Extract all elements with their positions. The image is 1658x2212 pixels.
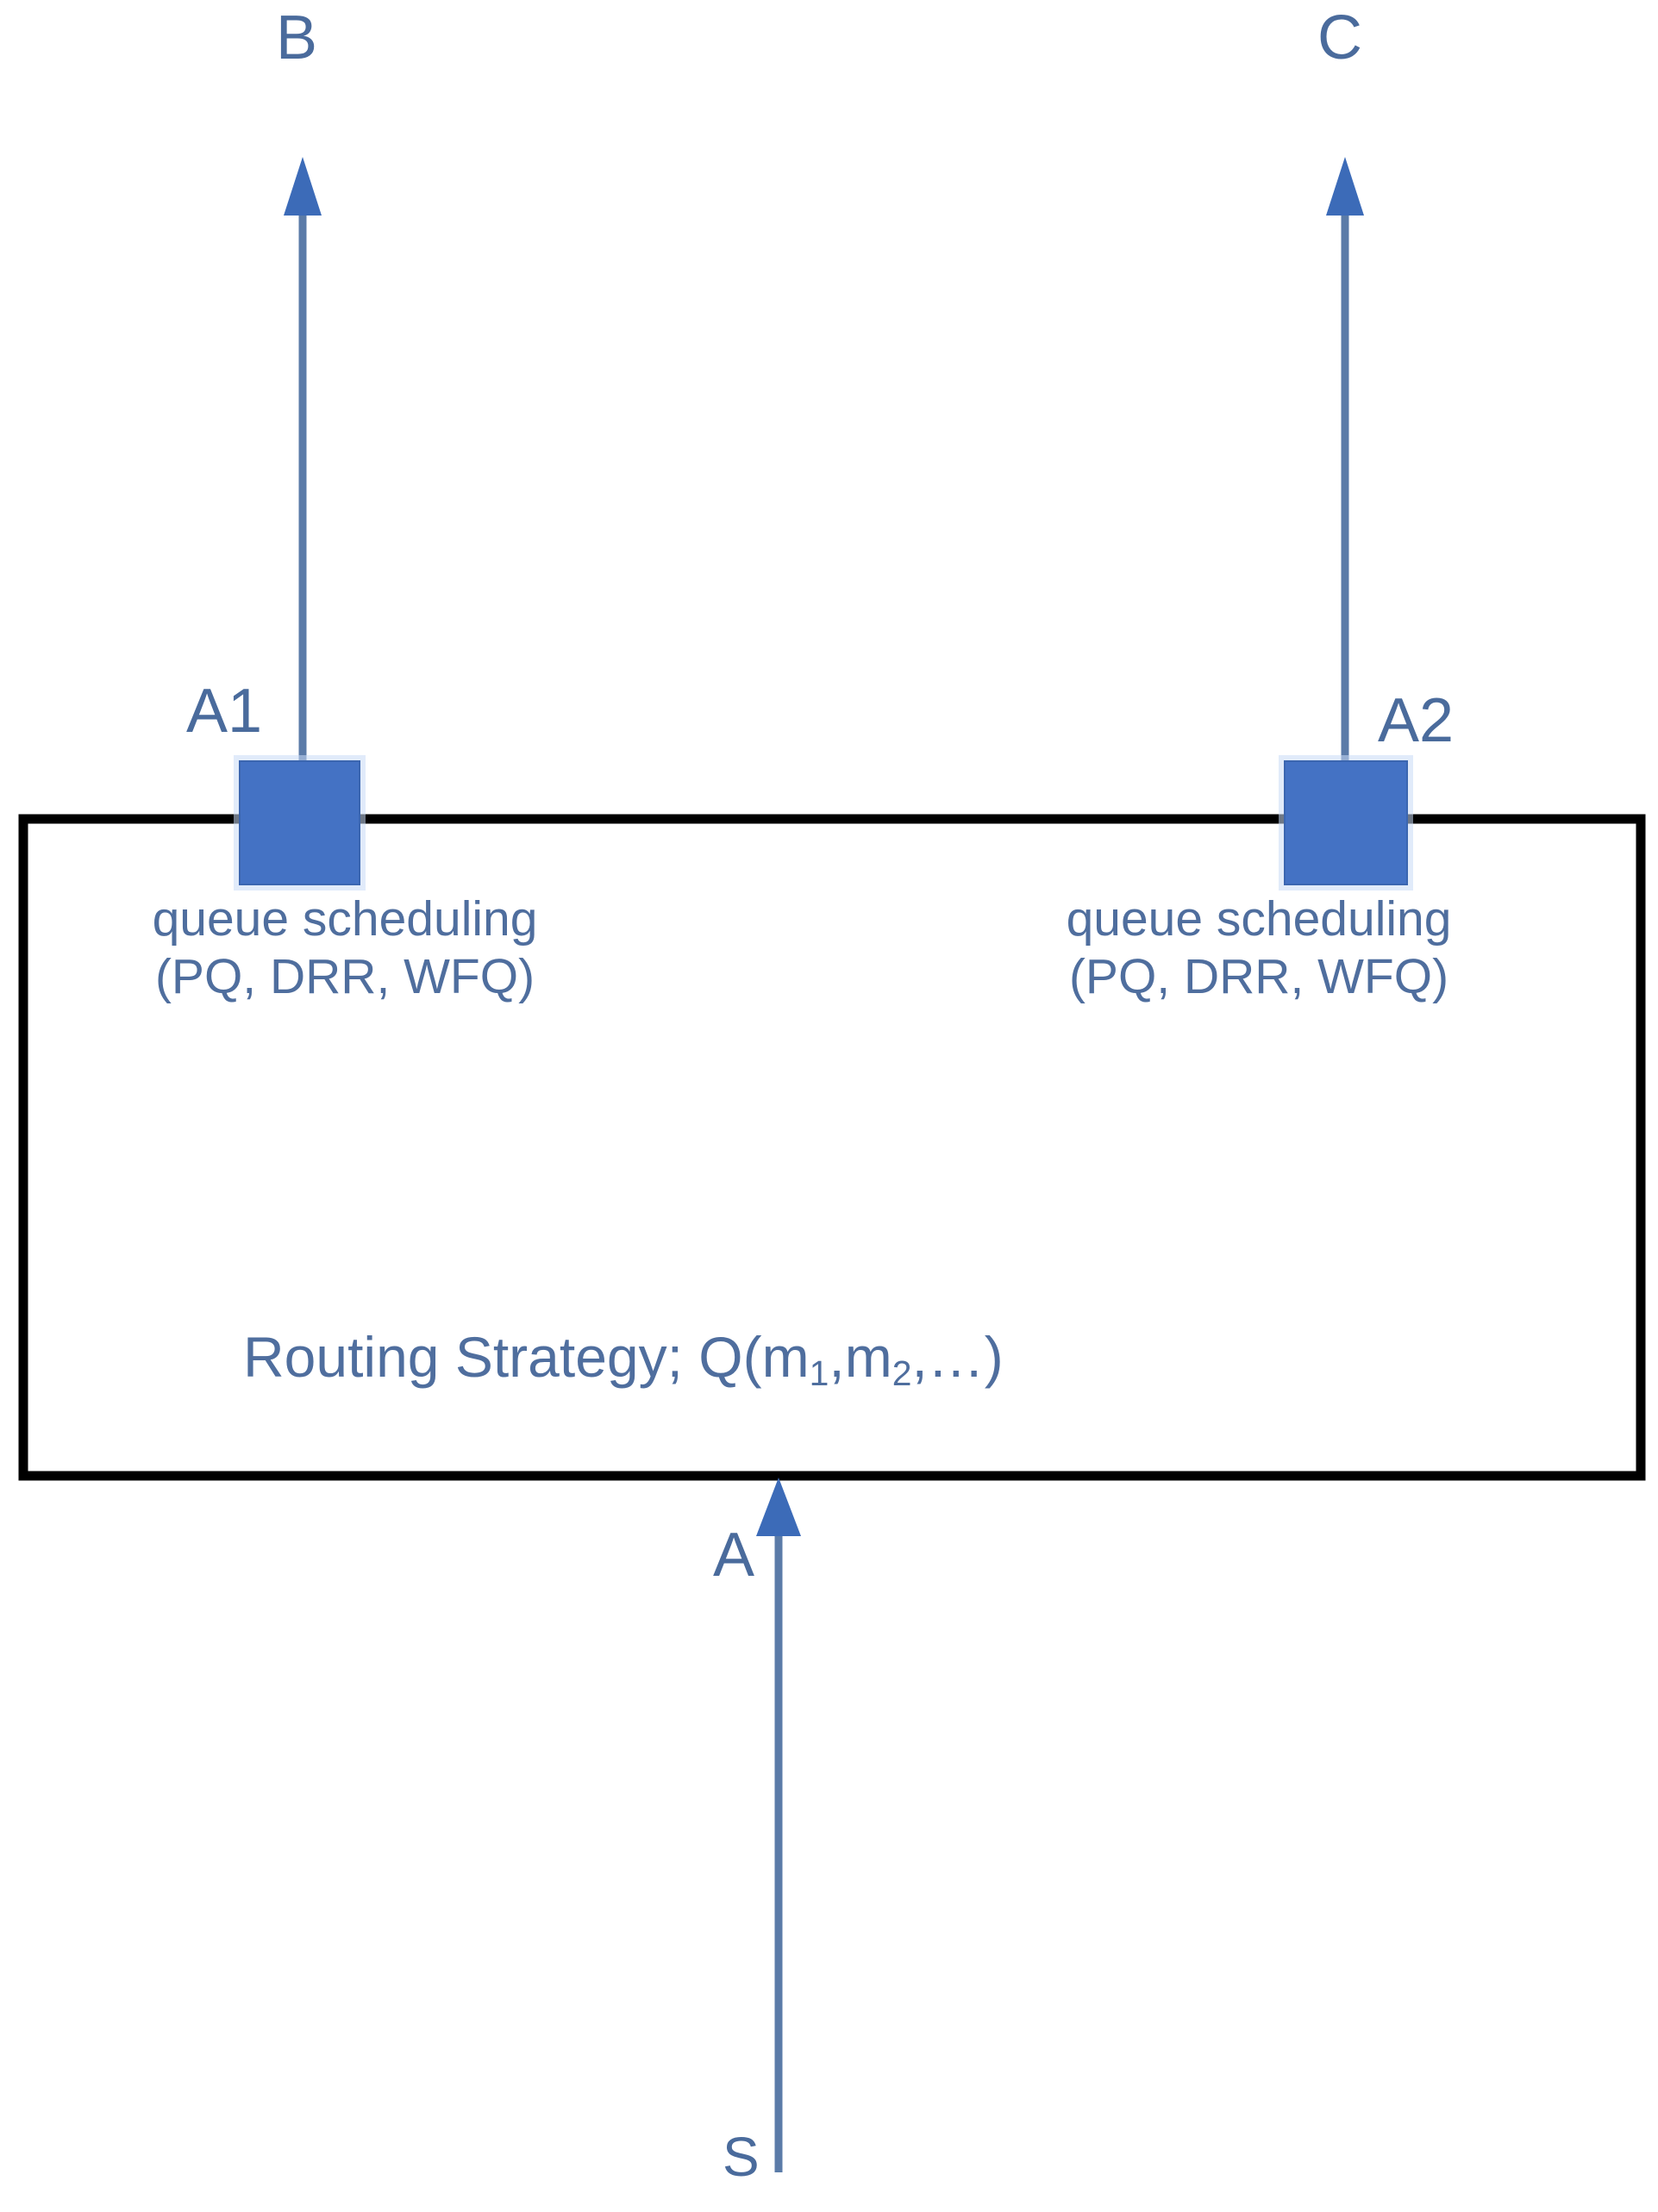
routing-strategy-separator: ,m — [829, 1325, 892, 1389]
queue-scheduling-line2-a1: (PQ, DRR, WFQ) — [154, 949, 535, 1005]
router-box-outline — [18, 814, 1646, 1481]
arrow-a2-to-c — [1326, 157, 1364, 789]
queue-scheduling-text-a2: queue scheduling (PQ, DRR, WFQ) — [992, 890, 1526, 1007]
arrow-s-to-a-head — [756, 1478, 801, 1536]
routing-strategy-text: Routing Strategy; Q(m1,m2,…) — [243, 1325, 1004, 1393]
queue-scheduling-line1-a2: queue scheduling — [1066, 891, 1452, 947]
queue-scheduling-line1-a1: queue scheduling — [152, 891, 538, 947]
queue-scheduling-line2-a2: (PQ, DRR, WFQ) — [1068, 949, 1449, 1005]
ingress-label-a: A — [713, 1521, 755, 1590]
routing-strategy-subscript-1: 1 — [809, 1353, 829, 1394]
arrow-a1-to-b-head — [284, 157, 322, 216]
interface-label-a1: A1 — [186, 677, 263, 746]
arrow-a1-to-b — [284, 157, 322, 789]
routing-strategy-prefix: Routing Strategy; Q(m — [243, 1325, 810, 1389]
queue-scheduling-text-a1: queue scheduling (PQ, DRR, WFQ) — [78, 890, 612, 1007]
interface-node-a2[interactable] — [1284, 760, 1408, 885]
routing-strategy-subscript-2: 2 — [892, 1353, 912, 1394]
endpoint-label-c: C — [1317, 3, 1362, 72]
interface-label-a2: A2 — [1378, 686, 1455, 755]
arrow-s-to-a — [756, 1478, 801, 2172]
arrow-a2-to-c-head — [1326, 157, 1364, 216]
endpoint-label-b: B — [276, 3, 318, 72]
interface-node-a1[interactable] — [239, 760, 360, 885]
endpoint-label-s: S — [723, 2126, 760, 2188]
routing-strategy-suffix: ,…) — [911, 1325, 1004, 1389]
